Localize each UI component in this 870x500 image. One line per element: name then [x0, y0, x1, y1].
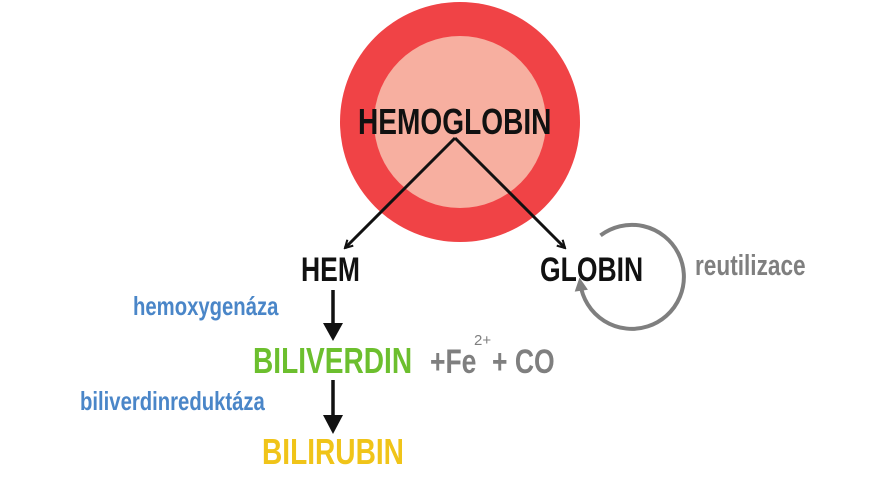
arrow-to-hem: [345, 136, 457, 248]
node-biliverdin: BILIVERDIN: [253, 340, 413, 381]
recycle-label: reutilizace: [695, 250, 806, 282]
enzyme-biliverdin-reductase: biliverdinreduktáza: [80, 386, 265, 416]
recycle-loop-arrow: [574, 222, 686, 331]
node-hemoglobin: HEMOGLOBIN: [358, 101, 552, 142]
byproduct-fe: +Fe: [430, 343, 477, 381]
node-globin: GLOBIN: [540, 251, 644, 289]
node-hem: HEM: [301, 251, 360, 289]
enzyme-hemoxygenase: hemoxygenáza: [133, 291, 279, 321]
arrowhead-biliverdin-to-bilirubin: [323, 415, 343, 434]
arrow-to-globin: [453, 136, 565, 248]
byproduct-co: + CO: [492, 343, 555, 381]
arrowhead-hem-to-biliverdin: [323, 323, 343, 341]
byproduct-fe-charge: 2+: [474, 332, 492, 349]
node-bilirubin: BILIRUBIN: [262, 431, 404, 472]
red-blood-cell-inner: [374, 36, 546, 208]
